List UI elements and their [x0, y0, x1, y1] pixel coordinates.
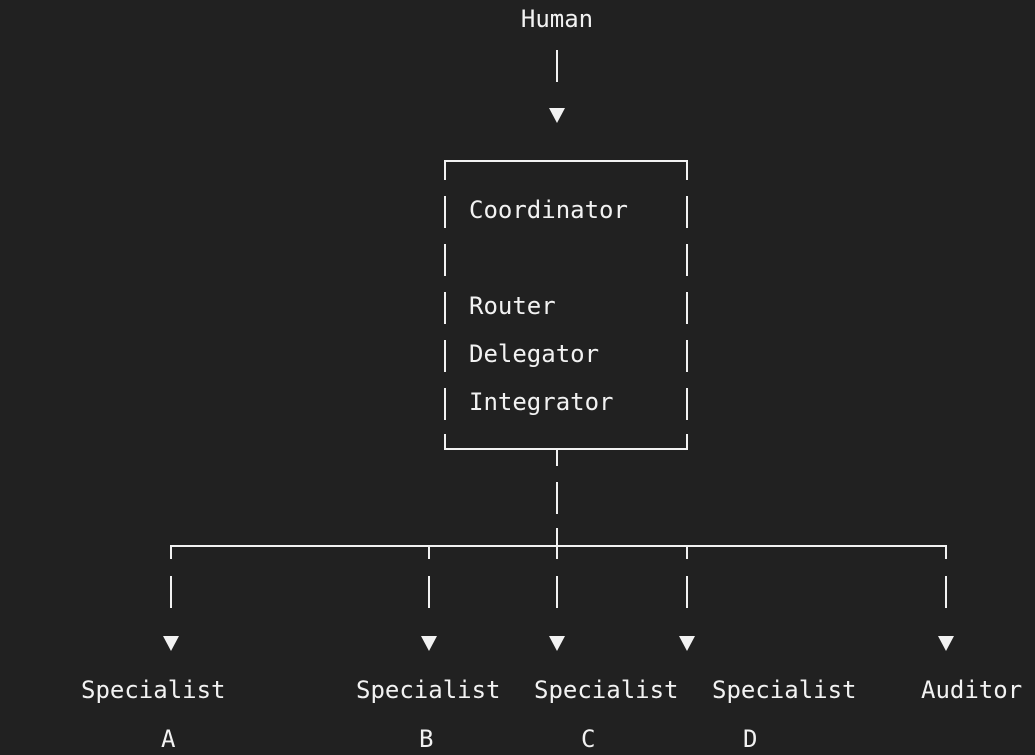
agent-b-label: Specialist [356, 676, 501, 704]
branch-bar [170, 545, 947, 547]
human-connector-line [556, 50, 558, 82]
agent-auditor-label: Auditor [921, 676, 1023, 704]
arrow-down-icon [679, 636, 695, 651]
coordinator-title: Coordinator [469, 196, 628, 224]
arrow-down-icon [549, 108, 565, 123]
arrow-down-icon [549, 636, 565, 651]
coordinator-box-top-border [444, 160, 688, 162]
coordinator-box-bottom-border [444, 448, 688, 450]
agent-d-letter: D [743, 725, 758, 753]
coordinator-role-integrator: Integrator [469, 388, 614, 416]
arrow-down-icon [163, 636, 179, 651]
agent-a-letter: A [161, 725, 176, 753]
coordinator-role-delegator: Delegator [469, 340, 600, 368]
agent-a-label: Specialist [81, 676, 226, 704]
coordinator-role-router: Router [469, 292, 556, 320]
agent-b-letter: B [419, 725, 434, 753]
agent-c-letter: C [581, 725, 596, 753]
agent-d-label: Specialist [712, 676, 857, 704]
arrow-down-icon [938, 636, 954, 651]
human-label: Human [520, 5, 594, 33]
arrow-down-icon [421, 636, 437, 651]
agent-c-label: Specialist [534, 676, 679, 704]
